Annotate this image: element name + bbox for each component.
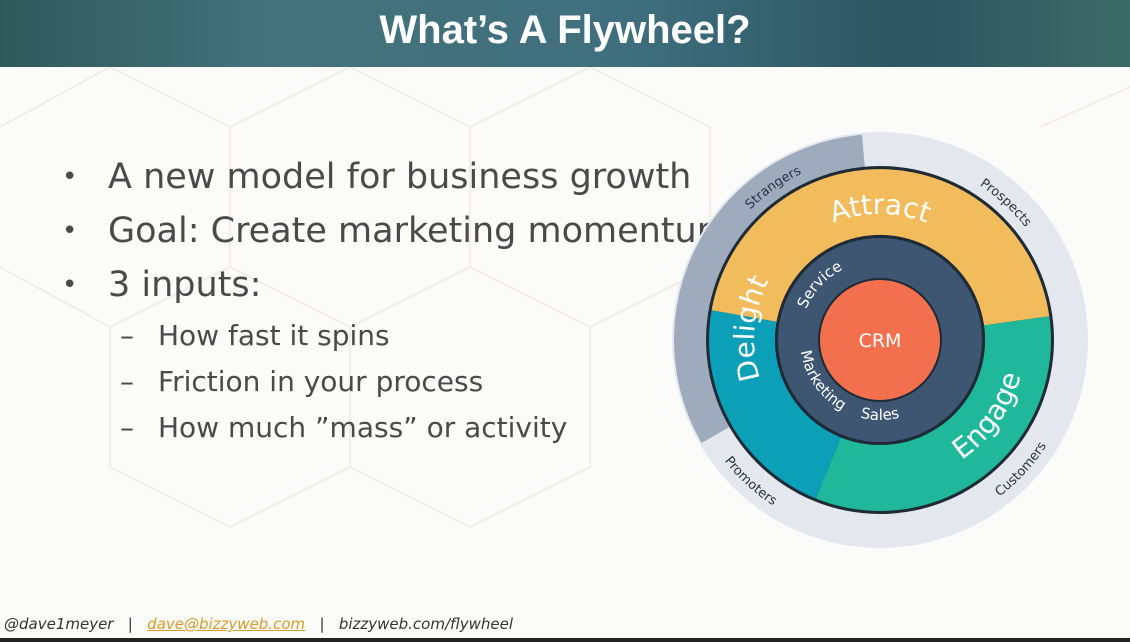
- bullet-text: A new model for business growth: [108, 157, 692, 197]
- bullet-item: • Goal: Create marketing momentum: [62, 204, 731, 258]
- sub-bullet-text: How fast it spins: [158, 318, 390, 352]
- bullet-text: 3 inputs:: [108, 265, 262, 305]
- bullet-item: • 3 inputs:: [62, 258, 731, 312]
- footer-handle: @dave1meyer: [4, 615, 114, 633]
- hexagon-background: [0, 67, 1130, 529]
- bullet-text: Goal: Create marketing momentum: [108, 211, 731, 251]
- attract-segment: [711, 169, 1050, 326]
- dash-glyph: –: [120, 364, 134, 398]
- engage-segment: [815, 316, 1051, 511]
- flywheel-diagram: CRM AttractEngageDelightServiceMarketing…: [672, 132, 1088, 548]
- dash-glyph: –: [120, 318, 134, 352]
- crm-label: CRM: [859, 330, 902, 352]
- bullet-glyph: •: [62, 162, 78, 192]
- footer: @dave1meyer | dave@bizzyweb.com | bizzyw…: [4, 615, 513, 633]
- sales-label: Sales: [859, 404, 900, 424]
- header-banner: What’s A Flywheel?: [0, 0, 1130, 67]
- bullet-glyph: •: [62, 270, 78, 300]
- sub-bullet-item: –Friction in your process: [120, 358, 731, 404]
- sub-bullet-text: How much ”mass” or activity: [158, 410, 568, 444]
- bullet-list: • A new model for business growth • Goal: …: [62, 150, 731, 450]
- delight-segment: [709, 310, 841, 499]
- footer-separator: |: [127, 615, 133, 633]
- footer-email-link[interactable]: dave@bizzyweb.com: [147, 615, 306, 633]
- bottom-bar: [0, 638, 1130, 642]
- sub-bullet-item: –How much ”mass” or activity: [120, 404, 731, 450]
- footer-url: bizzyweb.com/flywheel: [338, 615, 513, 633]
- sub-bullet-item: –How fast it spins: [120, 312, 731, 358]
- crm-circle: [820, 280, 940, 400]
- bullet-glyph: •: [62, 216, 78, 246]
- bullet-item: • A new model for business growth: [62, 150, 731, 204]
- sub-bullet-text: Friction in your process: [158, 364, 484, 398]
- footer-separator: |: [319, 615, 325, 633]
- outer-ring-arrow: [674, 134, 865, 444]
- slide-title: What’s A Flywheel?: [379, 8, 751, 52]
- dash-glyph: –: [120, 410, 134, 444]
